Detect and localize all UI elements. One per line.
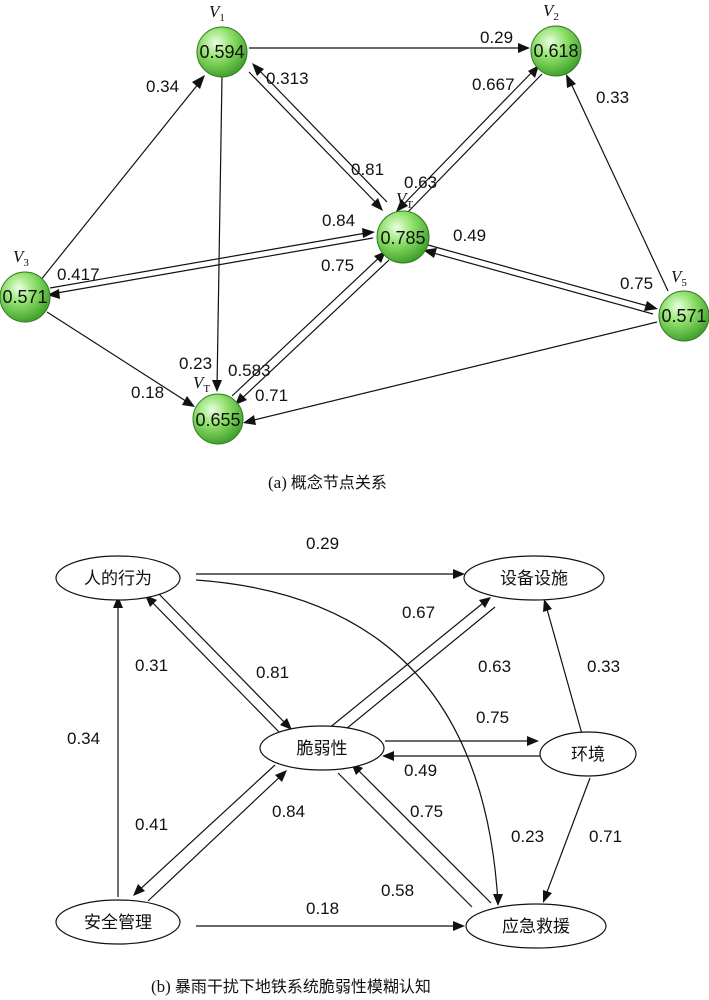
svg-text:应急救援: 应急救援 [502,917,570,937]
weight-vt-v1: 0.313 [266,69,309,88]
svg-text:0.594: 0.594 [199,42,244,62]
edge-v5-v4 [243,321,658,425]
weight-equip-vuln: 0.63 [478,657,511,676]
weight-v3-vt: 0.84 [322,211,355,230]
weight-safety-vuln: 0.84 [272,802,305,821]
svg-text:VT: VT [396,189,413,211]
node-v1: 0.594 V1 [196,2,248,78]
weight-env-vuln: 0.49 [404,761,437,780]
node-emergency-rescue: 应急救援 [465,903,607,949]
node-vulnerability: 脆弱性 [259,725,385,771]
weight-vuln-human: 0.31 [135,656,168,675]
node-vt: 0.785 VT [376,189,430,264]
weight-v4-vt: 0.75 [321,256,354,275]
edge-env-equip [543,599,583,735]
weight-v1-vt: 0.81 [351,160,384,179]
weight-human-rescue: 0.23 [511,827,544,846]
node-human-behavior: 人的行为 [55,555,181,601]
weight-env-equip: 0.33 [587,657,620,676]
edge-pair-human-vuln [145,591,292,734]
weight-human-equip: 0.29 [306,534,339,553]
weight-vuln-safety: 0.41 [135,815,168,834]
edge-pair-vuln-safety [133,764,287,902]
weight-v2-vt: 0.63 [404,173,437,192]
diagram-a [39,43,669,425]
node-environment: 环境 [539,731,637,777]
edge-v1-v2 [249,43,530,53]
edge-human-rescue [195,579,503,906]
svg-text:0.571: 0.571 [2,287,47,307]
edge-v5-v2 [566,74,669,292]
edge-env-rescue [543,777,591,903]
edge-v1-v4 [212,75,223,392]
weight-safety-human: 0.34 [67,729,100,748]
edge-pair-vt-v5 [423,244,658,315]
weight-v5-v4: 0.71 [255,386,288,405]
svg-text:0.655: 0.655 [195,410,240,430]
svg-text:脆弱性: 脆弱性 [297,739,348,759]
weight-env-rescue: 0.71 [589,827,622,846]
edge-pair-v3-vt [47,228,375,299]
svg-text:V3: V3 [13,247,29,269]
weight-v1-v4: 0.23 [179,354,212,373]
edge-safety-human [113,596,123,897]
svg-text:安全管理: 安全管理 [84,913,152,933]
svg-text:人的行为: 人的行为 [84,569,152,589]
svg-text:0.618: 0.618 [533,41,578,61]
edge-pair-vuln-env [382,736,540,761]
edge-pair-v1-vt [248,63,388,211]
svg-text:VT: VT [193,373,210,395]
edge-v3-v1 [39,75,205,282]
svg-text:V2: V2 [543,1,559,23]
weight-v1-v2: 0.29 [480,28,513,47]
node-safety-management: 安全管理 [55,899,181,945]
edge-pair-v4-vt [231,251,390,405]
node-v2: 0.618 V2 [530,1,582,77]
node-equipment: 设备设施 [463,555,605,601]
svg-text:0.571: 0.571 [661,306,706,326]
node-v5: 0.571 V5 [658,267,709,342]
weight-vuln-env: 0.75 [476,708,509,727]
weight-v3-v4: 0.18 [131,383,164,402]
weight-human-vuln: 0.81 [256,663,289,682]
weight-vt-v5: 0.49 [453,226,486,245]
svg-text:(b)暴雨干扰下地铁系统脆弱性模糊认知: (b)暴雨干扰下地铁系统脆弱性模糊认知 [151,977,431,996]
weight-v5-vt: 0.75 [620,274,653,293]
svg-text:(a)概念节点关系: (a)概念节点关系 [268,473,387,492]
svg-text:0.785: 0.785 [380,228,425,248]
node-v3: 0.571 V3 [0,247,51,323]
edge-pair-v2-vt [396,65,543,216]
svg-text:环境: 环境 [571,745,605,765]
edge-pair-vuln-rescue [337,763,492,908]
diagram-b-edges [113,569,591,931]
node-v4: 0.655 VT [192,373,244,445]
weight-vt-v3: 0.417 [57,265,100,284]
caption-a: (a)概念节点关系 [268,473,387,492]
edge-v3-v4 [46,311,195,407]
edge-safety-rescue [196,921,465,931]
weight-vt-v4: 0.583 [228,361,271,380]
svg-text:V1: V1 [209,2,225,24]
weight-vuln-rescue: 0.58 [381,881,414,900]
weight-safety-rescue: 0.18 [306,899,339,918]
svg-text:V5: V5 [671,267,687,289]
weight-v5-v2: 0.33 [596,88,629,107]
caption-b: (b)暴雨干扰下地铁系统脆弱性模糊认知 [151,977,431,996]
weight-v3-v1: 0.34 [146,77,179,96]
edge-human-equip [196,569,465,579]
weight-vuln-equip: 0.67 [402,603,435,622]
weight-rescue-vuln: 0.75 [410,802,443,821]
weight-vt-v2: 0.667 [472,75,515,94]
svg-text:设备设施: 设备设施 [500,569,568,589]
